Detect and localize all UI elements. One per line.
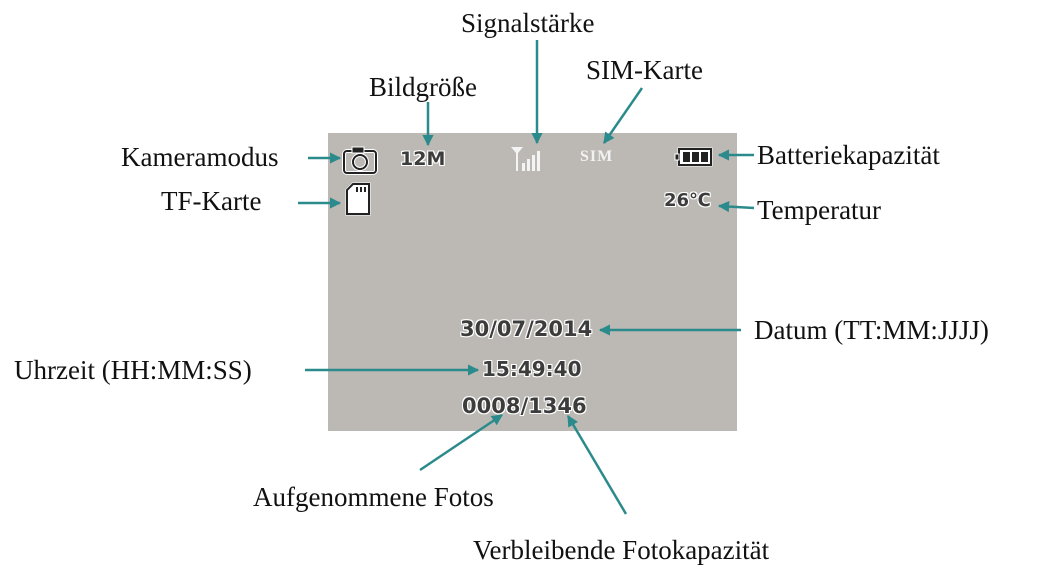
sim-indicator: SIM	[580, 148, 614, 165]
label-temperature: Temperatur	[757, 195, 882, 225]
label-sim-card: SIM-Karte	[586, 55, 703, 85]
label-tf-card: TF-Karte	[161, 186, 262, 216]
arrow-remaining	[566, 415, 628, 515]
photo-counter-value: 0008/1346	[462, 394, 587, 418]
label-camera-mode: Kameramodus	[121, 142, 279, 172]
label-photos-taken: Aufgenommene Fotos	[253, 482, 494, 512]
temperature-value: 26℃	[664, 190, 711, 211]
date-value: 30/07/2014	[460, 317, 593, 341]
resolution-value: 12M	[400, 148, 446, 170]
label-battery-capacity: Batteriekapazität	[757, 140, 940, 170]
arrow-temperature	[717, 200, 755, 213]
camera-icon	[342, 146, 378, 175]
label-time: Uhrzeit (HH:MM:SS)	[14, 355, 252, 385]
label-signal-strength: Signalstärke	[461, 8, 595, 38]
sd-card-icon	[345, 182, 371, 216]
signal-strength-icon	[511, 147, 540, 171]
battery-icon	[674, 147, 713, 167]
arrow-photos-taken	[419, 413, 503, 472]
label-image-size: Bildgröße	[369, 72, 477, 102]
camera-display-screen: 12M SIM 26℃ 30/07/2014 15:49:40 0008/134	[328, 133, 737, 431]
arrow-sim	[602, 87, 644, 144]
time-value: 15:49:40	[482, 357, 582, 381]
label-remaining-capacity: Verbleibende Fotokapazität	[473, 535, 770, 565]
label-date: Datum (TT:MM:JJJJ)	[754, 315, 989, 345]
